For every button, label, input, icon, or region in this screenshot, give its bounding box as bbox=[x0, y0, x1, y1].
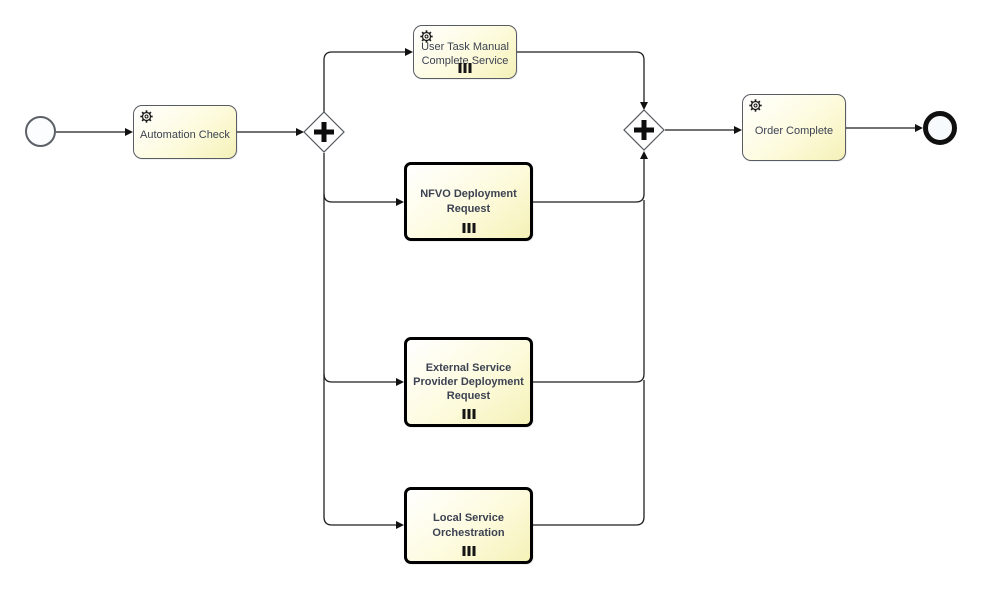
flow-split-to-user-task bbox=[323, 48, 413, 112]
task-automation-check[interactable]: Automation Check bbox=[133, 105, 237, 159]
task-label: User Task Manual Complete Service bbox=[421, 40, 509, 67]
task-nfvo-deployment-request[interactable]: NFVO Deployment Request bbox=[404, 162, 533, 241]
multi-instance-parallel-icon bbox=[462, 546, 475, 556]
start-event[interactable] bbox=[25, 116, 56, 147]
flow-user-task-to-join-gateway bbox=[517, 51, 648, 110]
task-external-service-provider-deployment-request[interactable]: External Service Provider Deployment Req… bbox=[404, 337, 533, 427]
task-label: Order Complete bbox=[754, 124, 834, 137]
task-label: External Service Provider Deployment Req… bbox=[413, 361, 524, 403]
flow-nfvo-to-join-gateway bbox=[533, 151, 648, 203]
task-user-task-manual-complete-service[interactable]: User Task Manual Complete Service bbox=[413, 25, 517, 79]
parallel-gateway-split[interactable] bbox=[303, 111, 345, 153]
flow-order-complete-to-end bbox=[846, 124, 923, 132]
end-event[interactable] bbox=[923, 111, 957, 145]
flow-split-to-external-service bbox=[323, 373, 404, 386]
flow-join-gateway-to-order-complete bbox=[665, 126, 742, 134]
flow-split-to-local-service bbox=[323, 153, 404, 529]
task-label: Local Service Orchestration bbox=[432, 512, 505, 539]
plus-icon bbox=[314, 122, 334, 142]
multi-instance-parallel-icon bbox=[462, 409, 475, 419]
task-label: NFVO Deployment Request bbox=[420, 188, 517, 215]
task-order-complete[interactable]: Order Complete bbox=[742, 94, 846, 161]
multi-instance-parallel-icon bbox=[458, 63, 472, 73]
parallel-gateway-join[interactable] bbox=[623, 109, 665, 151]
flow-split-to-nfvo bbox=[323, 193, 404, 206]
multi-instance-parallel-icon bbox=[462, 223, 475, 233]
flow-external-service-to-join-gateway bbox=[533, 200, 645, 383]
gear-icon bbox=[139, 109, 154, 124]
flow-start-to-automation-check bbox=[56, 128, 133, 136]
plus-icon bbox=[634, 120, 654, 140]
task-local-service-orchestration[interactable]: Local Service Orchestration bbox=[404, 487, 533, 564]
task-label: Automation Check bbox=[140, 129, 230, 142]
flow-automation-check-to-split-gateway bbox=[237, 128, 304, 136]
gear-icon bbox=[419, 29, 434, 44]
flow-local-service-to-join-gateway bbox=[533, 380, 645, 526]
gear-icon bbox=[748, 98, 763, 113]
